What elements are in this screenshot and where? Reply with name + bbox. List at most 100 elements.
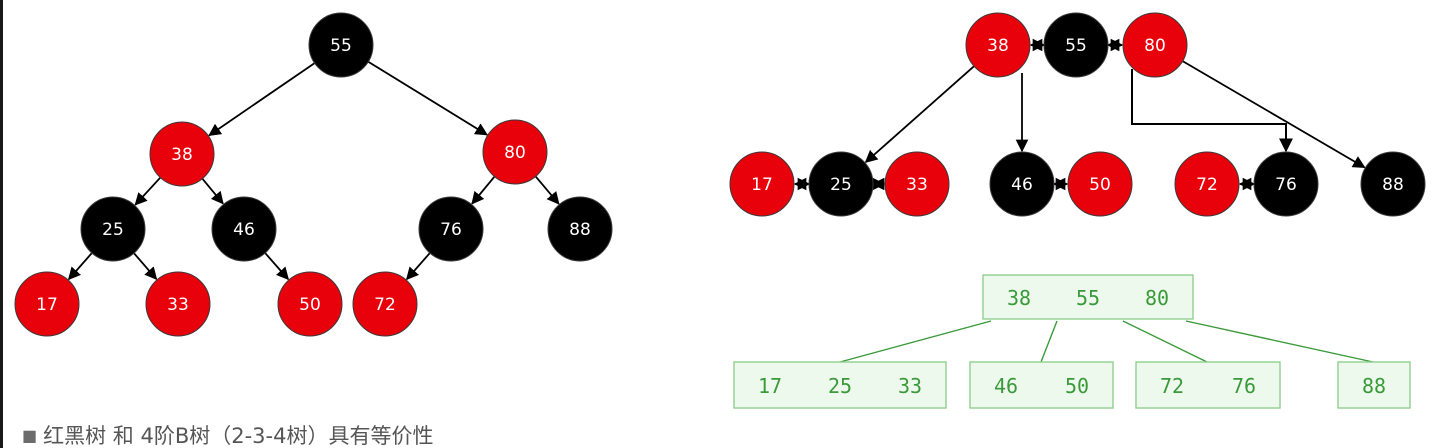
red-black-tree: 55 38 80 25 46 76 88 17 33 50 72	[14, 12, 613, 337]
gt-node-circle-46	[989, 151, 1055, 217]
gt-edge-80-76	[1131, 69, 1293, 153]
btree-child-node-0-box	[733, 361, 947, 409]
btree-key-25: 25	[828, 374, 852, 398]
rb-node-circle-33	[145, 271, 211, 337]
btree-edge-3	[1185, 320, 1374, 363]
btree-key-72: 72	[1160, 374, 1184, 398]
grouped-red-black-tree: 38 55 80 17 25 33 46 50 72 76 88	[729, 12, 1426, 217]
rb-node-label-46: 46	[233, 220, 255, 240]
rb-node-33: 33	[145, 271, 211, 337]
rb-node-label-50: 50	[299, 295, 321, 315]
rb-node-circle-46	[211, 196, 277, 262]
btree-child-node-3-box	[1337, 361, 1411, 409]
btree-key-33: 33	[898, 374, 922, 398]
btree-edge-2	[1122, 320, 1208, 363]
left-edge-bar	[0, 0, 3, 448]
rb-edge-25-33	[133, 252, 158, 281]
btree-key-80: 80	[1145, 286, 1169, 310]
btree-child-node-2-box	[1135, 361, 1281, 409]
rb-node-circle-25	[80, 196, 146, 262]
rb-node-72: 72	[352, 271, 418, 337]
rb-node-17: 17	[14, 271, 80, 337]
grouped-tree-edges	[793, 38, 1366, 191]
rb-edge-76-72	[405, 252, 431, 281]
caption-text: 红黑树 和 4阶B树（2-3-4树）具有等价性	[43, 424, 434, 448]
btree-key-17: 17	[758, 374, 782, 398]
rb-node-88: 88	[547, 196, 613, 262]
rb-node-circle-38	[149, 121, 215, 187]
btree-key-88: 88	[1362, 374, 1386, 398]
gt-node-80: 80	[1122, 12, 1188, 78]
btree-key-46: 46	[994, 374, 1018, 398]
gt-node-circle-72	[1174, 151, 1240, 217]
gt-node-circle-33	[884, 151, 950, 217]
btree-child-node-1-box	[969, 361, 1114, 409]
btree-child-node-1: 46 50	[969, 361, 1114, 409]
gt-node-label-38: 38	[987, 36, 1009, 56]
gt-node-55: 55	[1043, 12, 1109, 78]
rb-node-circle-50	[277, 271, 343, 337]
rb-edge-80-76	[471, 176, 496, 205]
rb-edge-38-25	[134, 176, 161, 206]
gt-node-label-80: 80	[1144, 36, 1166, 56]
rb-node-label-33: 33	[167, 295, 189, 315]
red-black-tree-edges	[67, 60, 560, 281]
rb-edge-55-38	[208, 62, 316, 137]
gt-node-46: 46	[989, 151, 1055, 217]
rb-node-label-55: 55	[330, 36, 352, 56]
rb-node-38: 38	[149, 121, 215, 187]
gt-node-17: 17	[729, 151, 795, 217]
gt-node-label-50: 50	[1089, 175, 1111, 195]
btree-key-55: 55	[1076, 286, 1100, 310]
rb-edge-25-17	[67, 252, 93, 281]
rb-edge-46-50	[264, 252, 290, 281]
gt-node-label-76: 76	[1275, 175, 1297, 195]
gt-node-circle-17	[729, 151, 795, 217]
rb-node-80: 80	[482, 119, 548, 185]
gt-node-88: 88	[1360, 151, 1426, 217]
rb-node-circle-76	[418, 196, 484, 262]
rb-node-label-17: 17	[36, 295, 58, 315]
rb-edge-55-80	[367, 60, 488, 136]
btree-edge-0	[839, 320, 992, 363]
rb-node-label-72: 72	[374, 295, 396, 315]
gt-node-label-55: 55	[1065, 36, 1087, 56]
gt-node-circle-80	[1122, 12, 1188, 78]
gt-node-label-72: 72	[1196, 175, 1218, 195]
rb-node-circle-88	[547, 196, 613, 262]
btree-root-node-box	[982, 274, 1194, 320]
rb-node-label-38: 38	[171, 145, 193, 165]
btree-key-50: 50	[1065, 374, 1089, 398]
gt-node-72: 72	[1174, 151, 1240, 217]
gt-node-label-46: 46	[1011, 175, 1033, 195]
gt-node-25: 25	[808, 151, 874, 217]
caption: ■ 红黑树 和 4阶B树（2-3-4树）具有等价性	[22, 424, 433, 448]
rb-node-circle-72	[352, 271, 418, 337]
rb-node-46: 46	[211, 196, 277, 262]
gt-edge-80-88	[1182, 60, 1366, 169]
gt-node-circle-88	[1360, 151, 1426, 217]
rb-node-circle-80	[482, 119, 548, 185]
rb-edge-38-46	[201, 178, 224, 205]
rb-node-55: 55	[308, 12, 374, 78]
gt-edge-38-25	[864, 65, 975, 163]
gt-node-50: 50	[1067, 151, 1133, 217]
gt-node-label-33: 33	[906, 175, 928, 195]
rb-node-76: 76	[418, 196, 484, 262]
btree-key-38: 38	[1007, 286, 1031, 310]
btree-child-node-0: 17 25 33	[733, 361, 947, 409]
btree-root-node: 38 55 80	[982, 274, 1194, 320]
rb-node-circle-17	[14, 271, 80, 337]
rb-node-25: 25	[80, 196, 146, 262]
gt-node-38: 38	[965, 12, 1031, 78]
gt-node-33: 33	[884, 151, 950, 217]
caption-bullet: ■	[22, 426, 38, 445]
rb-node-circle-55	[308, 12, 374, 78]
btree-edge-1	[1040, 320, 1058, 363]
rb-node-50: 50	[277, 271, 343, 337]
gt-node-label-25: 25	[830, 175, 852, 195]
rb-node-label-25: 25	[102, 220, 124, 240]
gt-node-circle-50	[1067, 151, 1133, 217]
